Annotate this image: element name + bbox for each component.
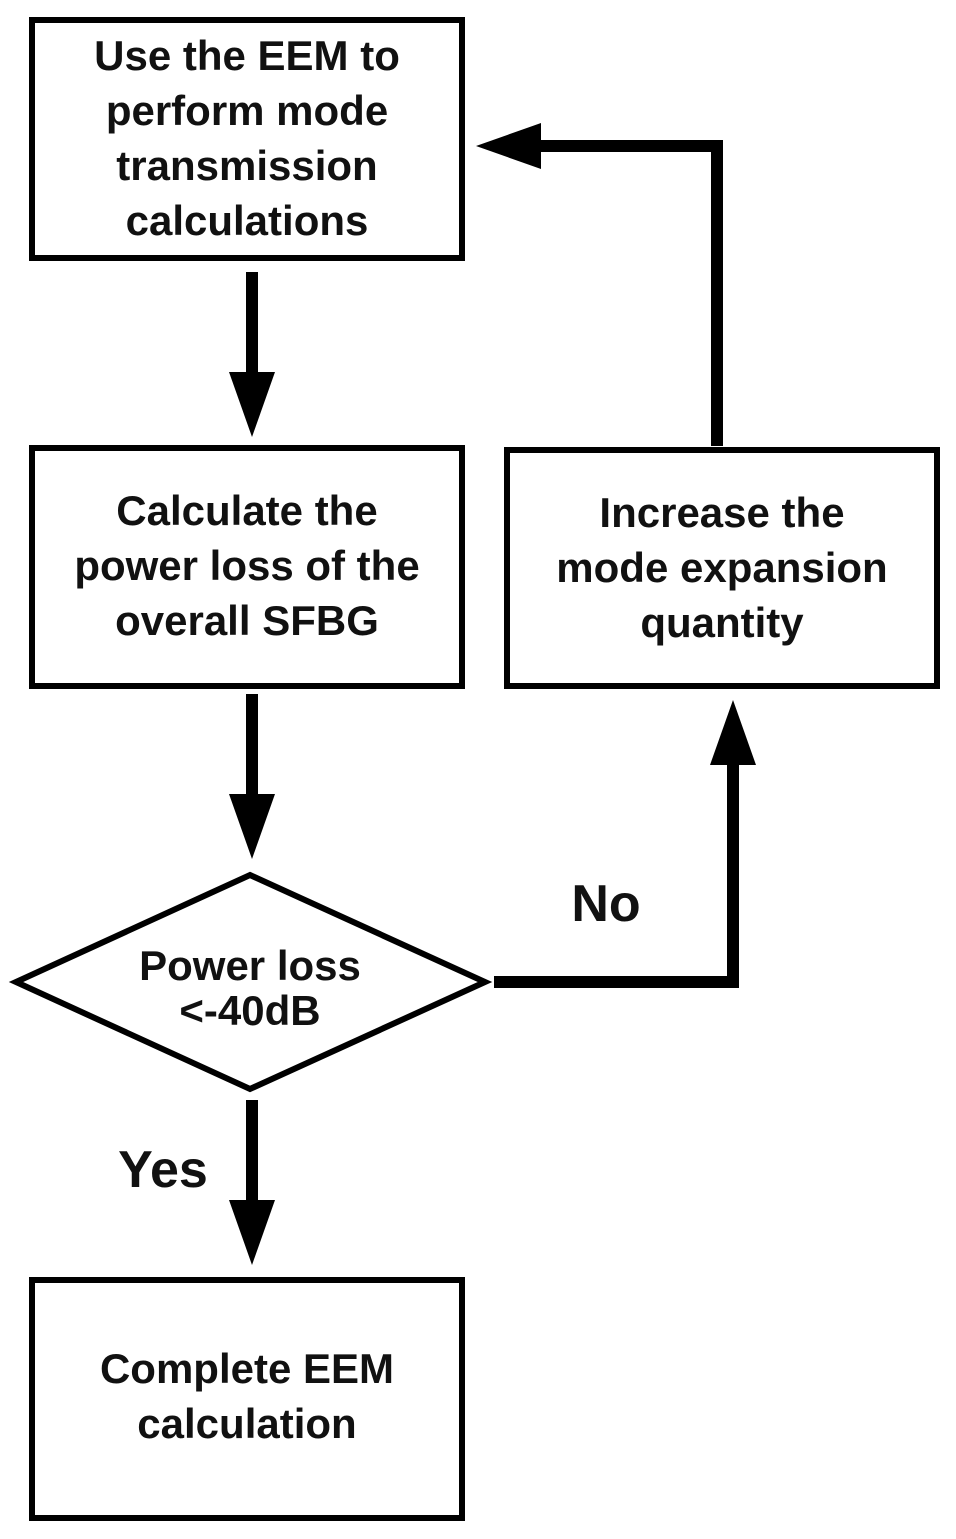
arrow-decision-to-increase-head [710, 700, 756, 765]
node-decision-line-2: <-40dB [179, 987, 320, 1034]
arrow-increase-to-eem-head [476, 123, 541, 169]
node-decision-line-1: Power loss [139, 942, 361, 989]
node-use-eem-line-1: Use the EEM to [94, 32, 400, 79]
node-complete-box [29, 1277, 465, 1521]
node-increase-mode-line-2: mode expansion [556, 544, 887, 591]
arrow-decision-to-complete-head [229, 1200, 275, 1265]
node-complete: Complete EEM calculation [29, 1277, 465, 1521]
node-calc-power-loss-box [29, 445, 465, 689]
node-increase-mode-line-1: Increase the [599, 489, 844, 536]
node-use-eem-line-2: perform mode [106, 87, 388, 134]
edge-label-yes: Yes [118, 1141, 208, 1199]
node-decision: Power loss <-40dB [8, 871, 493, 1093]
node-increase-mode: Increase the mode expansion quantity [504, 447, 940, 689]
node-calc-power-loss-line-1: Calculate the [116, 487, 377, 534]
node-calc-power-loss-line-3: overall SFBG [115, 597, 379, 644]
node-complete-line-2: calculation [137, 1400, 356, 1447]
edge-label-no: No [571, 875, 640, 933]
node-use-eem: Use the EEM to perform mode transmission… [29, 17, 465, 261]
arrow-decision-to-complete [229, 1100, 275, 1265]
arrow-decision-to-increase [494, 700, 756, 988]
node-use-eem-box [29, 17, 465, 261]
arrow-eem-to-calc [229, 272, 275, 437]
arrow-calc-to-decision-head [229, 794, 275, 859]
node-complete-line-1: Complete EEM [100, 1345, 394, 1392]
node-increase-mode-box [504, 447, 940, 689]
arrow-calc-to-decision [229, 694, 275, 859]
node-increase-mode-line-3: quantity [640, 599, 804, 646]
node-calc-power-loss-line-2: power loss of the [74, 542, 419, 589]
node-calc-power-loss: Calculate the power loss of the overall … [29, 445, 465, 689]
node-decision-diamond [8, 871, 493, 1093]
arrow-decision-to-increase-line [494, 762, 739, 988]
node-use-eem-line-4: calculations [126, 197, 369, 244]
arrow-increase-to-eem [476, 123, 723, 446]
arrow-eem-to-calc-head [229, 372, 275, 437]
node-use-eem-line-3: transmission [116, 142, 377, 189]
arrow-increase-to-eem-line [538, 140, 723, 446]
